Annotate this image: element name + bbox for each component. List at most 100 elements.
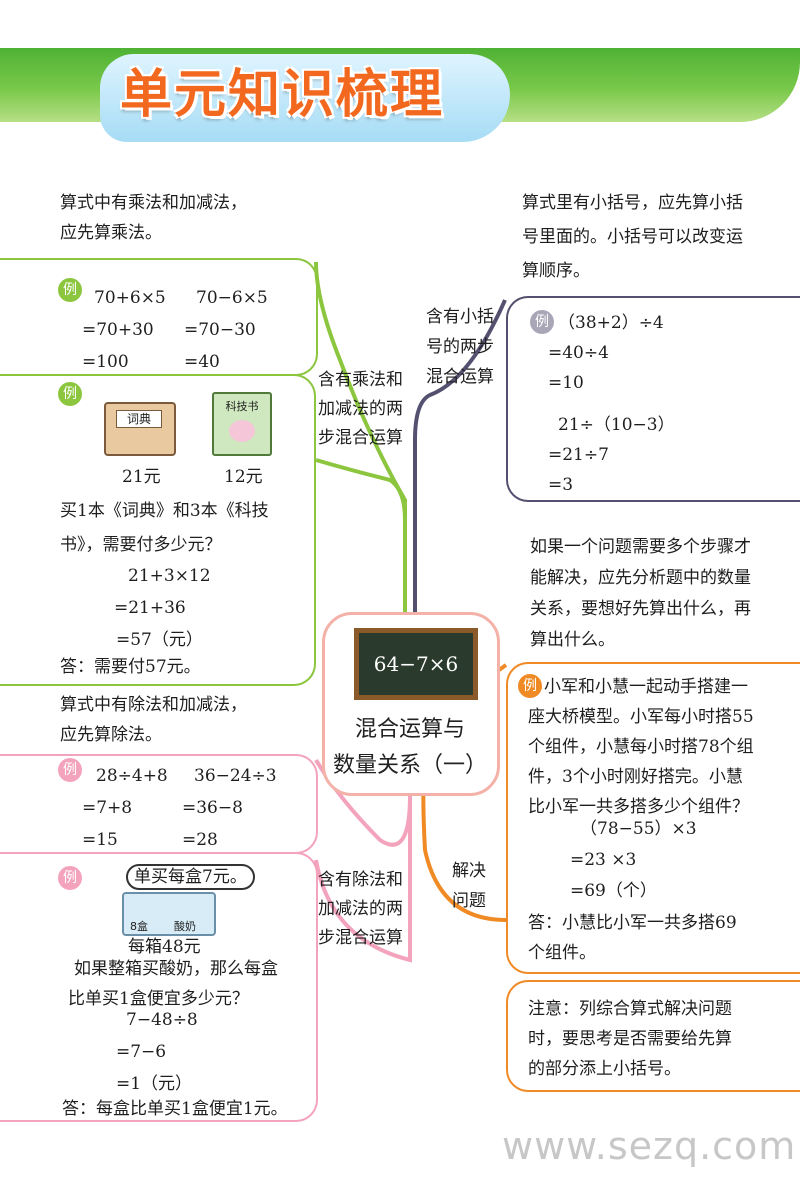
rule-solve: 如果一个问题需要多个步骤才 能解决，应先分析题中的数量 关系，要想好先算出什么，… [530,532,751,656]
center-title: 混合运算与 数量关系（一） [330,712,490,784]
answer-solve: 答：小慧比小军一共多搭69 个组件。 [528,908,737,968]
problem-text: 小军和小慧一起动手搭建一 座大桥模型。小军每小时搭55 个组件，小慧每小时搭78… [528,672,754,822]
branch-label-line: 步混合运算 [318,928,403,948]
question-line: 书》，需要付多少元？ [60,535,222,555]
example-badge: 例 [58,382,82,406]
result: =10 [548,373,584,393]
branch-label-line: 解决 [452,861,486,881]
question-line: 买1本《词典》和3本《科技 [60,501,269,521]
step: =36−8 [182,798,243,818]
example-badge: 例 [58,278,82,302]
branch-label-solve: 解决 问题 [452,856,486,916]
branch-label-line: 含有乘法和 [318,370,403,390]
problem-line: 件，3个小时刚好搭完。小慧 [528,767,743,787]
answer-line: 答：小慧比小军一共多搭69 [528,913,737,933]
problem-line: 比小军一共多搭多少个组件？ [528,797,749,817]
rule-line: 号里面的。小括号可以改变运 [522,227,743,247]
note-line: 时，要思考是否需要给先算 [528,1029,732,1049]
rule-line: 能解决，应先分析题中的数量 [530,568,751,588]
yogurt-crate-icon: 8盒 酸奶 [122,892,216,936]
step: =7+8 [82,798,133,818]
result: =69（个） [570,881,657,901]
example-mul-b: 70−6×5 =70−30 =40 [184,282,268,378]
solution-yogurt: 7−48÷8 =7−6 =1（元） [116,1004,198,1100]
step: =21+36 [114,598,186,618]
blackboard-formula: 64−7×6 [354,628,478,700]
rule-line: 如果一个问题需要多个步骤才 [530,537,751,557]
rule-line: 算出什么。 [530,630,615,650]
note-box [506,980,800,1092]
result: =57（元） [116,630,203,650]
branch-label-line: 含有除法和 [318,870,403,890]
answer-yogurt: 答：每盒比单买1盒便宜1元。 [62,1099,288,1119]
example-badge: 例 [518,674,542,698]
expression: 21÷（10−3） [558,415,675,435]
watermark: www.sezq.com [502,1124,797,1168]
price-science-book: 12元 [224,467,263,487]
example-box-paren [506,296,800,502]
answer-books: 答：需要付57元。 [60,657,201,677]
expression: 70−6×5 [196,288,268,308]
dictionary-book-icon: 词典 [104,402,176,456]
result: =40 [184,352,220,372]
rule-line: 算式里有小括号，应先算小括 [522,193,743,213]
flower-icon [229,420,255,442]
rule-div-add: 算式中有除法和加减法， 应先算除法。 [60,690,247,750]
problem-line: 座大桥模型。小军每小时搭55 [528,707,754,727]
problem-line: 小军和小慧一起动手搭建一 [544,677,748,697]
result: =15 [82,830,118,850]
expression: 36−24÷3 [194,766,277,786]
crate-label: 酸奶 [174,920,196,933]
note-line: 的部分添上小括号。 [528,1059,681,1079]
note-line: 注意：列综合算式解决问题 [528,999,732,1019]
rule-line: 应先算乘法。 [60,223,162,243]
expression: 28÷4+8 [96,766,168,786]
expression: 21+3×12 [128,566,211,586]
branch-label-line: 含有小括 [426,307,494,327]
page-title: 单元知识梳理 [120,65,445,125]
question-line: 如果整箱买酸奶，那么每盒 [74,959,278,979]
question-books: 买1本《词典》和3本《科技 书》，需要付多少元？ [60,494,269,562]
header-cloud [100,54,510,142]
step: =70+30 [82,320,154,340]
rule-mul-add: 算式中有乘法和加减法， 应先算乘法。 [60,188,247,248]
result: =100 [82,352,129,372]
rule-line: 算式中有除法和加减法， [60,695,247,715]
price-sign: 单买每盒7元。 [126,864,255,890]
branch-label-line: 号的两步 [426,337,494,357]
step: =70−30 [184,320,256,340]
question-yogurt: 如果整箱买酸奶，那么每盒 比单买1盒便宜多少元？ [68,954,278,1014]
expression: （78−55）×3 [580,819,697,839]
crate-price: 每箱48元 [128,937,201,957]
crate-label: 8盒 [130,920,148,933]
branch-label-div-add: 含有除法和 加减法的两 步混合运算 [318,866,403,953]
step: =7−6 [116,1042,167,1062]
branch-label-line: 加减法的两 [318,899,403,919]
example-badge: 例 [530,310,554,334]
branch-label-line: 加减法的两 [318,399,403,419]
example-paren-a: （38+2）÷4 =40÷4 =10 [548,308,664,398]
step: =40÷4 [548,343,609,363]
example-box-solve [506,662,800,974]
answer-line: 个组件。 [528,943,596,963]
expression: （38+2）÷4 [558,313,664,333]
branch-label-line: 问题 [452,891,486,911]
center-title-line: 混合运算与 [354,717,465,742]
solution-books: 21+3×12 =21+36 =57（元） [114,560,211,656]
center-title-line: 数量关系（一） [332,753,487,778]
solution-solve: （78−55）×3 =23 ×3 =69（个） [570,814,697,907]
example-mul-a: 70+6×5 =70+30 =100 [82,282,166,378]
rule-line: 关系，要想好先算出什么，再 [530,599,751,619]
example-box-mul-2 [0,374,316,686]
example-badge: 例 [58,758,82,782]
result: =28 [182,830,218,850]
note-text: 注意：列综合算式解决问题 时，要思考是否需要给先算 的部分添上小括号。 [528,994,732,1084]
branch-label-paren: 含有小括 号的两步 混合运算 [426,302,494,392]
branch-label-line: 步混合运算 [318,428,403,448]
book-label: 科技书 [225,400,259,413]
science-book-icon: 科技书 [212,392,272,456]
example-div-b: 36−24÷3 =36−8 =28 [182,760,277,856]
branch-label-mul-add: 含有乘法和 加减法的两 步混合运算 [318,366,403,453]
step: =23 ×3 [570,850,637,870]
rule-line: 算式中有乘法和加减法， [60,193,247,213]
